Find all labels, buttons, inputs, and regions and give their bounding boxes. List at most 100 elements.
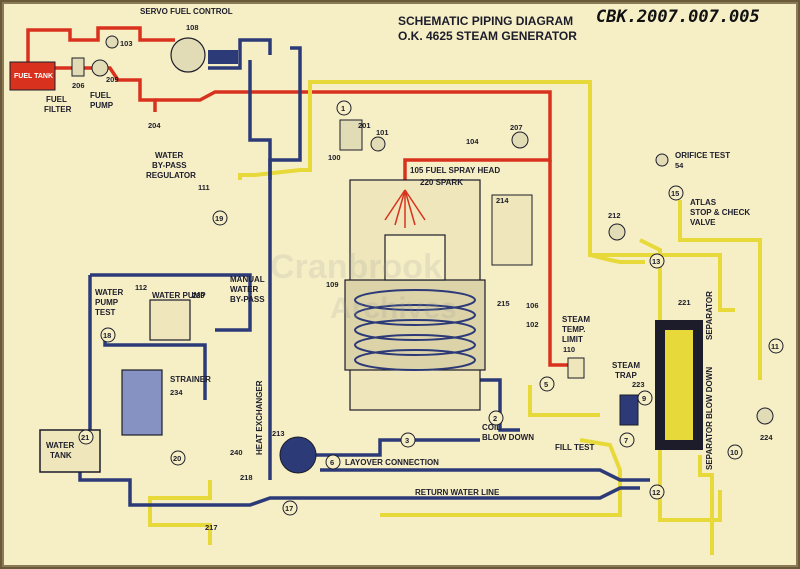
label-coil-blow-down-1: COIL <box>482 423 501 432</box>
label-strainer: STRAINER <box>170 375 211 384</box>
marker-12-circle <box>649 484 665 500</box>
fuel-tank-label: FUEL TANK <box>14 73 53 80</box>
valve-103 <box>105 35 119 49</box>
label-fuel-filter-line2: FILTER <box>44 105 72 114</box>
separator-core <box>665 330 693 440</box>
label-steam-temp-2: TEMP. <box>562 325 585 334</box>
steam-temp-limit-box <box>567 357 585 379</box>
marker-1: 1 <box>341 104 345 113</box>
part-100: 100 <box>328 153 341 162</box>
circled-markers: 1 2 3 5 6 7 9 10 11 12 13 15 17 18 19 20… <box>78 100 784 516</box>
steam-line-atlas <box>678 200 762 355</box>
label-steam-trap-1: STEAM <box>612 361 640 370</box>
diagram-title: SCHEMATIC PIPING DIAGRAM <box>398 14 573 28</box>
part-212: 212 <box>608 211 621 220</box>
instrument-101 <box>370 136 386 152</box>
water-pump <box>149 299 191 341</box>
label-steam-temp-3: LIMIT <box>562 335 583 344</box>
servo-fuel-control-body <box>170 37 206 73</box>
instrument-cluster-201 <box>339 119 774 425</box>
heat-exchanger <box>279 436 317 474</box>
watermark-line2: Archives <box>330 292 457 325</box>
part-221: 221 <box>678 298 691 307</box>
marker-9: 9 <box>642 394 646 403</box>
boiler <box>344 179 486 411</box>
part-204: 204 <box>148 121 161 130</box>
label-steam-trap-2: TRAP <box>615 371 637 380</box>
steam-line-fill <box>528 385 600 417</box>
marker-21-circle <box>78 429 94 445</box>
part-101: 101 <box>376 128 389 137</box>
marker-20: 20 <box>173 454 181 463</box>
boiler-coil-3 <box>354 319 476 341</box>
marker-15: 15 <box>671 189 679 198</box>
flame-ray-2 <box>394 189 406 226</box>
servo-fuel-control <box>170 37 238 73</box>
marker-11: 11 <box>771 342 779 351</box>
label-manual-bypass-1: MANUAL <box>230 275 265 284</box>
part-numbers: 103 108 206 209 204 201 101 100 104 207 … <box>72 23 773 532</box>
part-201: 201 <box>358 121 371 130</box>
label-water-bypass-2: BY-PASS <box>152 161 187 170</box>
water-line-bottom <box>320 486 640 500</box>
label-manual-bypass-2: WATER <box>230 285 259 294</box>
boiler-coil-4 <box>354 334 476 356</box>
part-110: 110 <box>563 345 575 354</box>
label-water-pump-test-1: WATER <box>95 288 124 297</box>
marker-19-circle <box>212 210 228 226</box>
label-separator-blow-down: SEPARATOR BLOW DOWN <box>705 367 714 470</box>
boiler-coil-5 <box>354 349 476 371</box>
part-111: 111 <box>198 183 210 192</box>
control-box-214 <box>491 194 533 266</box>
label-orifice-test: ORIFICE TEST <box>675 151 730 160</box>
watermark: Cranbrook Archives <box>270 248 457 325</box>
title-block: SCHEMATIC PIPING DIAGRAM O.K. 4625 STEAM… <box>398 7 760 43</box>
part-207: 207 <box>510 123 523 132</box>
flame-ray-1 <box>384 189 406 221</box>
part-230: 230 <box>192 291 205 300</box>
label-heat-exchanger: HEAT EXCHANGER <box>255 380 264 455</box>
label-coil-blow-down-2: BLOW DOWN <box>482 433 534 442</box>
part-218: 218 <box>240 473 253 482</box>
label-servo-fuel-control: SERVO FUEL CONTROL <box>140 7 233 16</box>
strainer <box>121 369 163 436</box>
part-224: 224 <box>760 433 773 442</box>
label-fuel-pump-line1: FUEL <box>90 91 111 100</box>
part-106: 106 <box>526 301 539 310</box>
water-line-pump <box>90 273 252 332</box>
fuel-line-to-head <box>548 160 570 367</box>
marker-5: 5 <box>544 380 548 389</box>
label-water-bypass-3: REGULATOR <box>146 171 196 180</box>
fuel-line-tank-to-control <box>26 26 175 65</box>
marker-15-circle <box>668 185 684 201</box>
instrument-201 <box>339 119 363 151</box>
servo-fuel-control-valve <box>208 50 238 64</box>
marker-3: 3 <box>405 436 409 445</box>
part-104: 104 <box>466 137 479 146</box>
marker-19: 19 <box>215 214 223 223</box>
part-102: 102 <box>526 320 539 329</box>
fuel-pump <box>91 59 109 77</box>
boiler-coil-2 <box>354 304 476 326</box>
fuel-lines <box>26 26 570 367</box>
part-214: 214 <box>496 196 509 205</box>
steam-trap <box>619 394 639 426</box>
marker-12: 12 <box>652 488 660 497</box>
marker-21: 21 <box>81 433 89 442</box>
fuel-tank <box>9 61 56 91</box>
label-return-water-line: RETURN WATER LINE <box>415 488 500 497</box>
marker-6: 6 <box>330 458 334 467</box>
marker-9-circle <box>637 390 653 406</box>
water-line-bypass <box>208 38 272 70</box>
separator <box>655 320 703 450</box>
part-234: 234 <box>170 388 183 397</box>
steam-line-bottom <box>380 438 622 517</box>
flame-ray-5 <box>404 189 426 221</box>
fuel-line-main <box>155 90 552 180</box>
steam-lines <box>148 80 762 555</box>
part-217: 217 <box>205 523 218 532</box>
part-206: 206 <box>72 81 85 90</box>
water-line-return <box>320 468 650 482</box>
marker-1-circle <box>336 100 352 116</box>
part-108: 108 <box>186 23 199 32</box>
